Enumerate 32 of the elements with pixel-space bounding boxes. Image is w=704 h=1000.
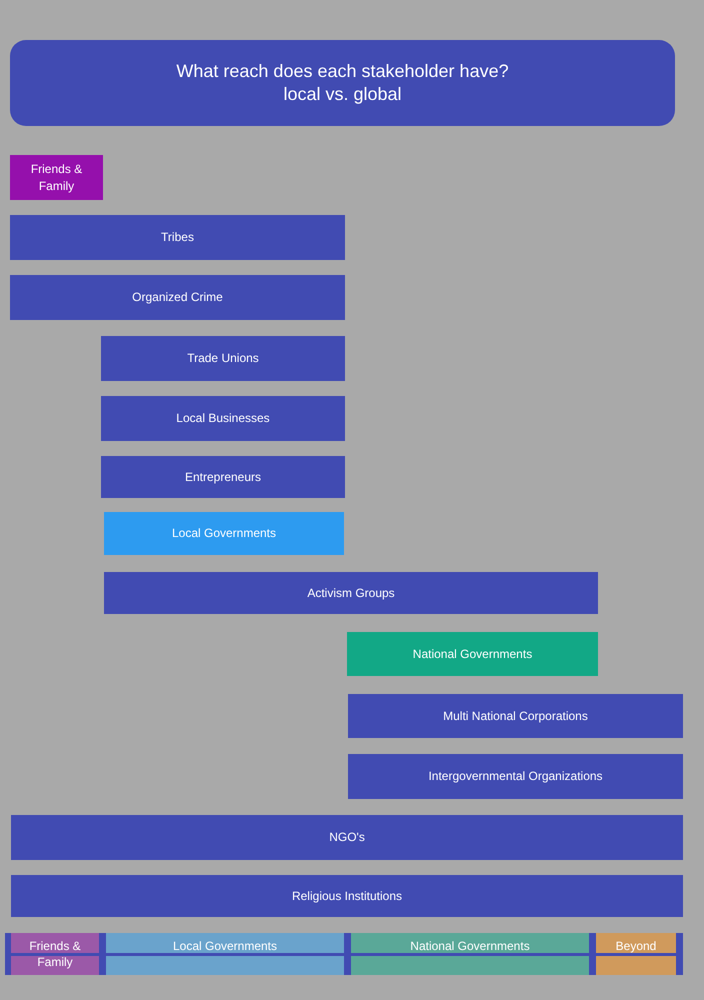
stakeholder-bar (10, 275, 345, 320)
stakeholder-bar (347, 632, 598, 676)
legend-text: Beyond (614, 938, 658, 955)
bar-label: Tribes (161, 229, 194, 246)
bar-label: Intergovernmental Organizations (428, 768, 603, 785)
stakeholder-bar (101, 456, 345, 498)
stakeholder-bar (104, 572, 598, 614)
stakeholder-bar (11, 875, 683, 917)
stakeholder-bar (11, 815, 683, 860)
legend-text: Local Governments (172, 938, 278, 955)
bar-label: Entrepreneurs (184, 468, 262, 486)
bar-label: Friends & Family (30, 161, 84, 194)
bar-label: Activism Groups (307, 584, 395, 602)
bar-label: Religious Institutions (292, 888, 402, 904)
stakeholder-bar (101, 336, 345, 381)
bar-label: Local Governments (172, 525, 276, 542)
bar-label: Trade Unions (187, 350, 259, 367)
stakeholder-bar (348, 754, 683, 799)
stakeholder-bar (10, 155, 103, 200)
stakeholder-bar (101, 396, 345, 441)
subtitle: local vs. global (283, 84, 402, 105)
title: What reach does each stakeholder have? (176, 61, 509, 82)
bar-label: National Governments (412, 646, 532, 662)
legend-text: Friends & Family (28, 938, 82, 971)
bar-label: NGO's (329, 829, 365, 846)
bar-label: Local Businesses (176, 410, 270, 427)
stakeholder-bar (348, 694, 683, 738)
stakeholder-bar (10, 215, 345, 260)
legend-text: National Governments (409, 938, 531, 955)
bar-label: Multi National Corporations (443, 708, 588, 724)
stakeholder-bar (104, 512, 344, 555)
bar-label: Organized Crime (132, 289, 223, 306)
